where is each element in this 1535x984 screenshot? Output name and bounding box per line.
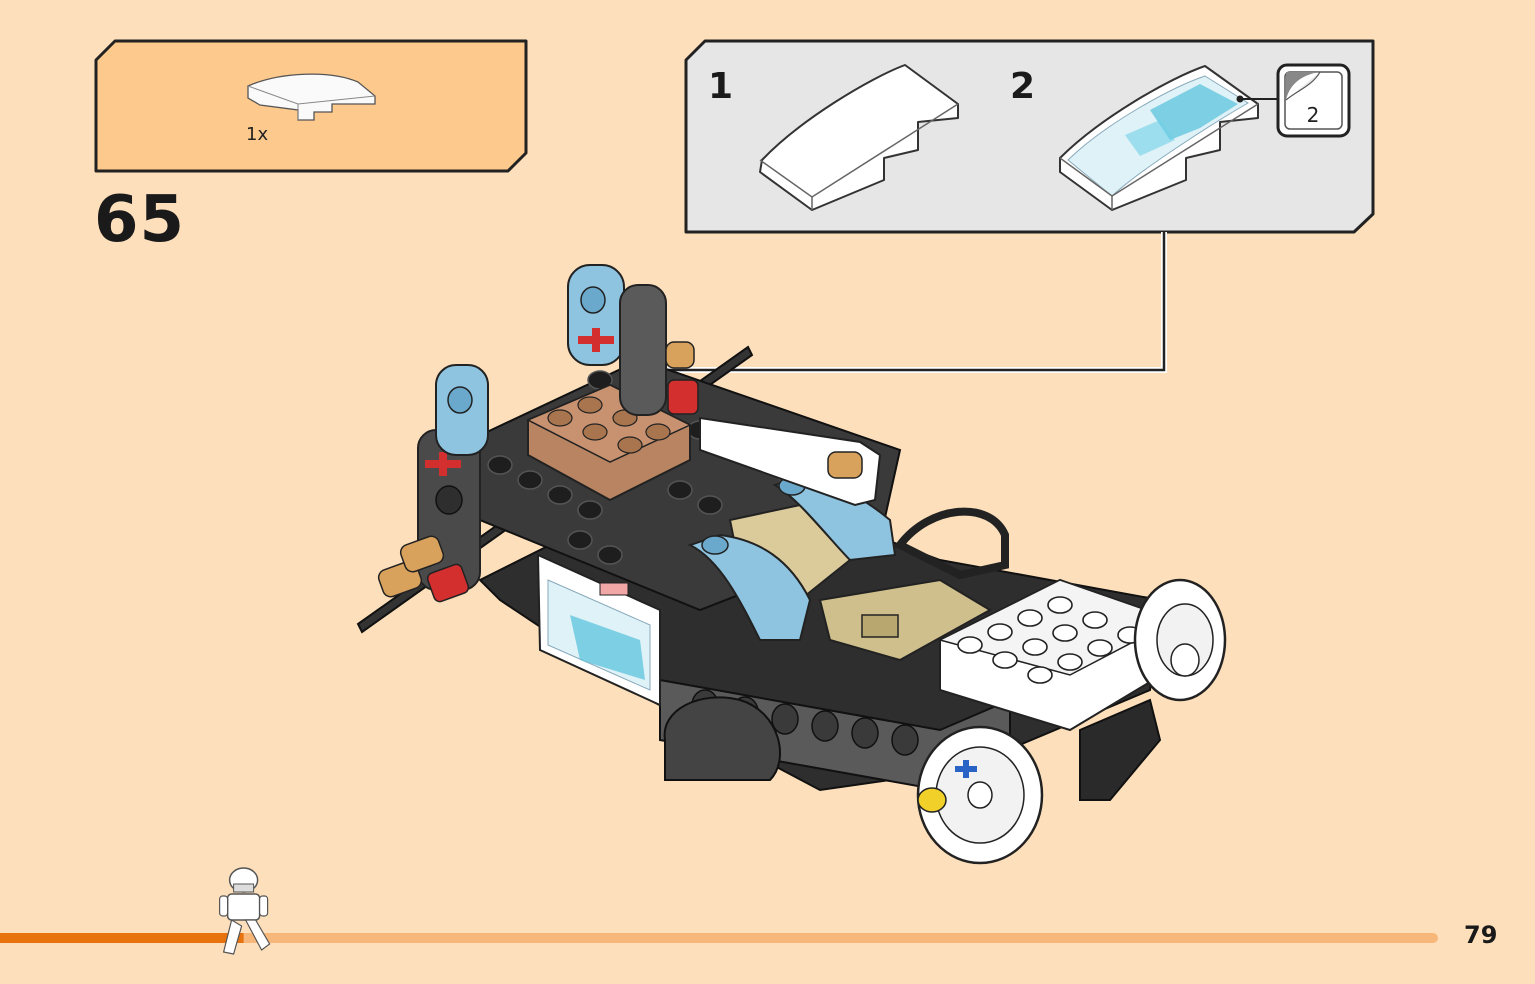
progress-bar <box>0 867 1438 955</box>
page-number: 79 <box>1464 921 1498 949</box>
sub-step-number-1: 1 <box>708 66 734 107</box>
side-loop <box>893 507 1009 580</box>
minifigure-progress-marker <box>219 867 271 955</box>
blue-curved-pieces <box>687 476 897 641</box>
plain-curved-slope-piece <box>759 64 959 211</box>
sticker-number: 2 <box>1306 103 1320 127</box>
callout-box <box>684 39 1375 234</box>
rear-uprights <box>417 264 667 591</box>
front-grille <box>1079 698 1162 801</box>
rear-bumper-loop <box>663 696 781 781</box>
parts-list-box <box>94 39 528 173</box>
curved-slope-brick-part <box>247 73 376 121</box>
sub-step-number-2: 2 <box>1010 66 1036 107</box>
white-side-panel <box>699 416 882 507</box>
placed-stickered-panel <box>536 553 661 707</box>
part-quantity: 1x <box>246 124 269 145</box>
sticker-sheet-icon <box>1276 63 1351 138</box>
vehicle-model <box>356 264 1227 865</box>
axle-pins <box>377 341 863 603</box>
step-number: 65 <box>94 183 186 257</box>
front-wheel-left <box>916 725 1044 865</box>
front-wheel-right <box>1133 578 1227 702</box>
stickered-curved-slope-piece <box>1059 65 1259 211</box>
